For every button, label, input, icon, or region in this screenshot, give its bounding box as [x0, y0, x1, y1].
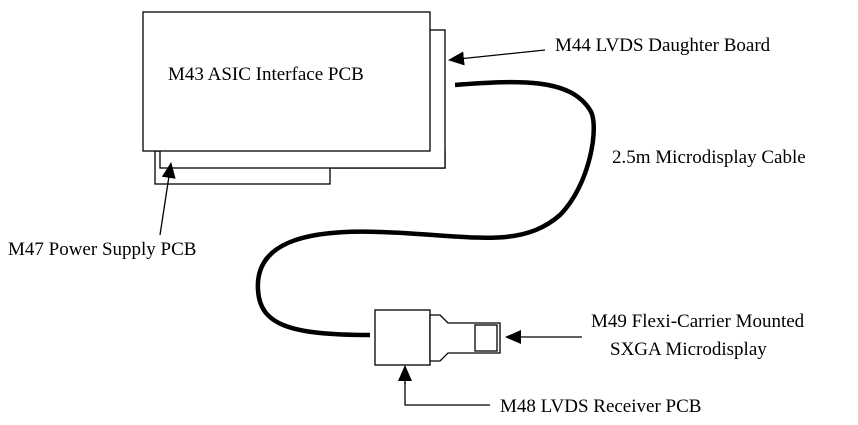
sxga-microdisplay [474, 324, 498, 352]
m48-lvds-receiver-board [374, 309, 431, 366]
label-m49-line2: SXGA Microdisplay [610, 339, 767, 360]
label-cable: 2.5m Microdisplay Cable [612, 147, 806, 168]
m43-asic-interface-board [142, 11, 431, 152]
label-m43: M43 ASIC Interface PCB [168, 64, 364, 85]
label-m49-line1: M49 Flexi-Carrier Mounted [591, 311, 805, 332]
arrow-m47 [159, 162, 176, 236]
label-m44: M44 LVDS Daughter Board [555, 35, 771, 56]
arrow-m44 [448, 49, 546, 66]
arrow-m48-shaft [404, 382, 490, 406]
microdisplay-cable [255, 79, 596, 338]
label-m47: M47 Power Supply PCB [8, 239, 196, 260]
label-m48: M48 LVDS Receiver PCB [500, 396, 701, 417]
